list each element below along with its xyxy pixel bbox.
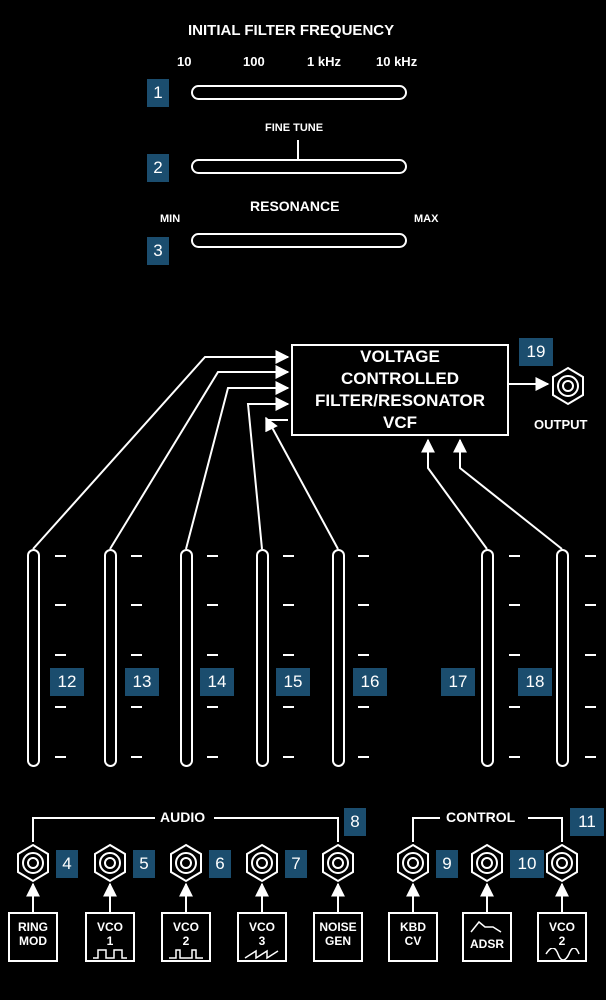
resonance-slider[interactable] (191, 233, 407, 248)
source-vco-1: VCO 1 (85, 912, 135, 962)
source-label-line-2: 2 (558, 934, 566, 948)
vcf-line-1: VOLTAGE (360, 347, 440, 366)
badge-3: 3 (147, 237, 169, 265)
scale-label-1khz: 1 kHz (307, 54, 341, 69)
pulse-wave-icon (169, 949, 203, 959)
input-jack-icon[interactable] (13, 843, 53, 883)
source-label-line-2: 1 (106, 934, 114, 948)
fine-tune-slider[interactable] (191, 159, 407, 174)
fader-16[interactable] (332, 549, 345, 767)
source-label-line-1: KBD (400, 920, 426, 934)
badge-14: 14 (200, 668, 234, 696)
badge-9: 9 (436, 850, 458, 878)
output-jack-icon[interactable] (548, 366, 588, 406)
source-label-line-1: VCO (548, 920, 575, 934)
input-jack-icon[interactable] (90, 843, 130, 883)
input-jack-icon[interactable] (467, 843, 507, 883)
scale-label-10: 10 (177, 54, 192, 69)
badge-19: 19 (519, 338, 553, 366)
source-label-line-2: MOD (19, 934, 47, 948)
input-jack-icon[interactable] (542, 843, 582, 883)
input-jack-icon[interactable] (242, 843, 282, 883)
badge-2: 2 (147, 154, 169, 182)
control-group-label: CONTROL (446, 809, 516, 825)
badge-8: 8 (344, 808, 366, 836)
badge-5: 5 (133, 850, 155, 878)
envelope-icon (470, 920, 502, 933)
badge-7: 7 (285, 850, 307, 878)
square-wave-icon (93, 949, 127, 959)
fader-12[interactable] (27, 549, 40, 767)
vcf-line-3: FILTER/RESONATOR (315, 391, 485, 410)
badge-16: 16 (353, 668, 387, 696)
vcf-line-2: CONTROLLED (340, 369, 460, 388)
filter-frequency-title: INITIAL FILTER FREQUENCY (188, 22, 395, 39)
fader-17[interactable] (481, 549, 494, 767)
resonance-title: RESONANCE (250, 198, 340, 214)
badge-10: 10 (510, 850, 544, 878)
source-label-line-2: CV (404, 934, 422, 948)
source-label-line-1: ADSR (469, 937, 504, 951)
resonance-min-label: MIN (160, 213, 181, 225)
source-label-line-2: 2 (182, 934, 190, 948)
filter-frequency-slider[interactable] (191, 85, 407, 100)
source-label-line-1: RING (18, 920, 48, 934)
badge-15: 15 (276, 668, 310, 696)
input-jack-icon[interactable] (166, 843, 206, 883)
fader-13[interactable] (104, 549, 117, 767)
scale-label-10khz: 10 kHz (376, 54, 418, 69)
source-label-line-1: VCO (96, 920, 123, 934)
source-label-line-2: 3 (258, 934, 266, 948)
fine-tune-label: FINE TUNE (265, 122, 324, 134)
resonance-max-label: MAX (414, 213, 439, 225)
input-jack-icon[interactable] (393, 843, 433, 883)
fader-18[interactable] (556, 549, 569, 767)
vcf-line-4: VCF (383, 413, 417, 432)
source-vco-2: VCO 2 (161, 912, 211, 962)
badge-11: 11 (570, 808, 604, 836)
badge-1: 1 (147, 79, 169, 107)
source-ring-mod: RING MOD (8, 912, 58, 962)
scale-label-100: 100 (243, 54, 265, 69)
output-label: OUTPUT (534, 417, 588, 432)
source-label-line-1: VCO (248, 920, 275, 934)
fader-14[interactable] (180, 549, 193, 767)
sine-wave-icon (545, 947, 580, 961)
source-label-line-1: VCO (172, 920, 199, 934)
badge-13: 13 (125, 668, 159, 696)
badge-12: 12 (50, 668, 84, 696)
source-adsr: ADSR (462, 912, 512, 962)
source-label-line-1: NOISE (319, 920, 357, 934)
source-noise-gen: NOISE GEN (313, 912, 363, 962)
sawtooth-wave-icon (244, 949, 279, 960)
badge-6: 6 (209, 850, 231, 878)
badge-4: 4 (56, 850, 78, 878)
badge-17: 17 (441, 668, 475, 696)
source-vco-2-control: VCO 2 (537, 912, 587, 962)
source-vco-3: VCO 3 (237, 912, 287, 962)
badge-18: 18 (518, 668, 552, 696)
vcf-module: VOLTAGE CONTROLLED FILTER/RESONATOR VCF (291, 344, 509, 436)
fine-tune-center-mark (297, 140, 299, 160)
source-kbd-cv: KBD CV (388, 912, 438, 962)
input-jack-icon[interactable] (318, 843, 358, 883)
source-label-line-2: GEN (324, 934, 351, 948)
fader-15[interactable] (256, 549, 269, 767)
audio-group-label: AUDIO (160, 809, 206, 825)
